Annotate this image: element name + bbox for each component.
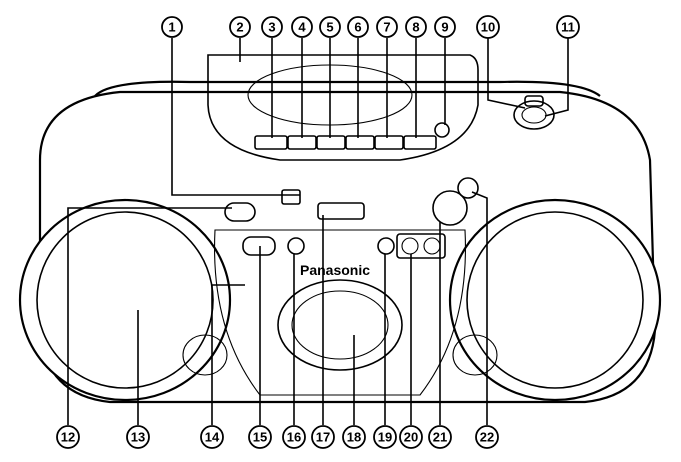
right-speaker — [448, 198, 662, 402]
control-button-5[interactable] — [374, 135, 404, 150]
svg-text:2: 2 — [236, 20, 243, 35]
svg-text:12: 12 — [61, 430, 75, 445]
callout-4: 4 — [291, 16, 313, 38]
antenna-base — [524, 95, 544, 107]
svg-text:11: 11 — [561, 20, 575, 35]
leader-1 — [171, 38, 300, 196]
left-control-knob[interactable] — [224, 202, 256, 222]
svg-text:8: 8 — [412, 20, 419, 35]
svg-text:13: 13 — [131, 430, 145, 445]
svg-text:21: 21 — [433, 430, 447, 445]
control-button-3[interactable] — [316, 135, 346, 150]
svg-text:1: 1 — [168, 20, 175, 35]
callout-6: 6 — [347, 16, 369, 38]
svg-text:14: 14 — [205, 430, 220, 445]
cd-lid — [207, 54, 479, 161]
callout-17: 17 — [311, 425, 335, 449]
leader-14 — [211, 284, 245, 425]
leader-10 — [487, 38, 526, 109]
callout-3: 3 — [261, 16, 283, 38]
control-button-1[interactable] — [254, 135, 288, 150]
leader-11 — [544, 38, 569, 117]
display-window — [317, 202, 365, 220]
leader-22 — [471, 191, 488, 425]
callout-5: 5 — [319, 16, 341, 38]
small-button-left[interactable] — [287, 237, 305, 255]
svg-text:17: 17 — [316, 430, 330, 445]
callout-9: 9 — [434, 16, 456, 38]
brand-label: Panasonic — [300, 262, 370, 278]
callout-15: 15 — [248, 425, 272, 449]
callout-13: 13 — [126, 425, 150, 449]
center-speaker-inner — [291, 290, 389, 360]
callout-21: 21 — [428, 425, 452, 449]
small-button-right[interactable] — [377, 237, 395, 255]
right-bass-port — [452, 334, 498, 376]
right-speaker-cone — [466, 211, 644, 389]
svg-text:6: 6 — [354, 20, 361, 35]
leader-12 — [67, 207, 232, 425]
left-bass-port — [182, 334, 228, 376]
indicator-lamp — [281, 189, 301, 205]
small-dial[interactable] — [457, 177, 479, 199]
large-dial[interactable] — [432, 190, 468, 226]
callout-11: 11 — [556, 15, 580, 39]
callout-19: 19 — [373, 425, 397, 449]
svg-text:20: 20 — [404, 430, 418, 445]
callout-10: 10 — [476, 15, 500, 39]
svg-text:15: 15 — [253, 430, 267, 445]
round-button[interactable] — [434, 122, 450, 138]
rect-button[interactable] — [242, 236, 276, 256]
svg-text:10: 10 — [481, 20, 495, 35]
front-panel — [214, 229, 466, 396]
callout-16: 16 — [282, 425, 306, 449]
callout-20: 20 — [399, 425, 423, 449]
callout-14: 14 — [200, 425, 224, 449]
svg-text:4: 4 — [298, 20, 306, 35]
callout-18: 18 — [342, 425, 366, 449]
callout-1: 1 — [161, 16, 183, 38]
callout-22: 22 — [475, 425, 499, 449]
callout-7: 7 — [376, 16, 398, 38]
twin-button-a[interactable] — [401, 237, 419, 255]
antenna-knob[interactable] — [513, 100, 555, 130]
svg-text:18: 18 — [347, 430, 361, 445]
svg-text:19: 19 — [378, 430, 392, 445]
callout-12: 12 — [56, 425, 80, 449]
svg-text:3: 3 — [268, 20, 275, 35]
left-speaker — [18, 198, 232, 402]
twin-button-group[interactable] — [396, 233, 446, 259]
control-button-6[interactable] — [403, 135, 437, 150]
callout-8: 8 — [405, 16, 427, 38]
svg-text:7: 7 — [383, 20, 390, 35]
left-speaker-cone — [36, 211, 214, 389]
callout-2: 2 — [229, 16, 251, 38]
svg-text:22: 22 — [480, 430, 494, 445]
svg-text:9: 9 — [441, 20, 448, 35]
control-button-4[interactable] — [345, 135, 375, 150]
center-speaker — [277, 279, 403, 371]
svg-text:5: 5 — [326, 20, 333, 35]
svg-text:16: 16 — [287, 430, 301, 445]
